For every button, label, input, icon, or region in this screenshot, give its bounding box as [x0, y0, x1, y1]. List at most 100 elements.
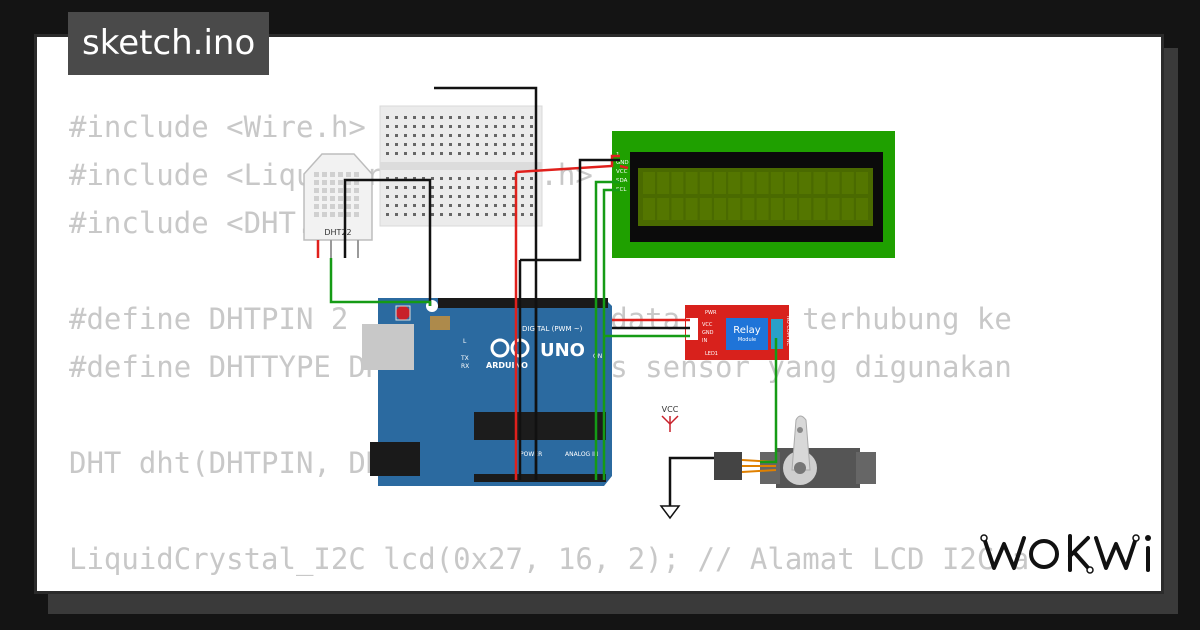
breadboard-hole	[476, 143, 479, 146]
breadboard-hole	[467, 143, 470, 146]
breadboard-hole	[422, 177, 425, 180]
breadboard-hole	[458, 134, 461, 137]
dht22-vent	[322, 180, 327, 185]
lcd-cell	[742, 172, 755, 194]
breadboard-hole	[386, 125, 389, 128]
on-label: ON	[593, 353, 602, 360]
breadboard-hole	[440, 116, 443, 119]
breadboard-hole	[485, 143, 488, 146]
breadboard-hole	[512, 177, 515, 180]
dht22-vent	[330, 212, 335, 217]
dht22-vent	[338, 172, 343, 177]
breadboard-hole	[386, 195, 389, 198]
breadboard[interactable]	[379, 105, 543, 227]
breadboard-hole	[530, 186, 533, 189]
breadboard-hole	[512, 213, 515, 216]
lcd-cell	[699, 172, 712, 194]
dht22-vent	[322, 188, 327, 193]
lcd-character-cells	[643, 172, 868, 220]
breadboard-hole	[521, 213, 524, 216]
arduino-uno[interactable]: DIGITAL (PWM ~) UNO ARDUINO TX RX ON L P…	[362, 298, 612, 486]
breadboard-hole	[422, 186, 425, 189]
breadboard-hole	[458, 152, 461, 155]
breadboard-hole	[458, 213, 461, 216]
breadboard-hole	[485, 204, 488, 207]
breadboard-hole	[413, 186, 416, 189]
breadboard-hole	[467, 204, 470, 207]
ground-symbol	[659, 505, 681, 520]
breadboard-hole	[485, 177, 488, 180]
breadboard-hole	[503, 195, 506, 198]
breadboard-hole	[512, 204, 515, 207]
dht22-sensor[interactable]: DHT22	[303, 153, 373, 258]
atmega-chip	[474, 412, 606, 440]
breadboard-hole	[485, 116, 488, 119]
lcd-cell	[657, 172, 670, 194]
breadboard-hole	[395, 134, 398, 137]
breadboard-hole	[476, 195, 479, 198]
dht22-vent	[338, 196, 343, 201]
breadboard-hole	[494, 152, 497, 155]
breadboard-hole	[476, 213, 479, 216]
relay-pin-gnd: GND	[702, 330, 714, 336]
breadboard-hole	[503, 213, 506, 216]
dht22-vent	[322, 196, 327, 201]
breadboard-hole	[449, 116, 452, 119]
lcd-display[interactable]: 1 GND VCC SDA SCL	[612, 131, 895, 258]
breadboard-hole	[440, 152, 443, 155]
dht22-vent	[314, 212, 319, 217]
breadboard-hole	[422, 134, 425, 137]
breadboard-hole	[458, 116, 461, 119]
breadboard-hole	[503, 186, 506, 189]
breadboard-hole	[521, 177, 524, 180]
breadboard-hole	[476, 134, 479, 137]
breadboard-hole	[530, 143, 533, 146]
breadboard-hole	[494, 204, 497, 207]
breadboard-hole	[404, 213, 407, 216]
breadboard-hole	[458, 204, 461, 207]
breadboard-hole	[494, 186, 497, 189]
lcd-pin-sda: SDA	[616, 178, 628, 184]
power-label: POWER	[520, 451, 542, 458]
servo-motor[interactable]	[714, 415, 876, 488]
breadboard-hole	[512, 116, 515, 119]
file-title[interactable]: sketch.ino	[68, 12, 270, 75]
breadboard-hole	[431, 143, 434, 146]
dht22-vent	[354, 204, 359, 209]
reset-button	[396, 306, 410, 320]
lcd-cell	[827, 198, 840, 220]
breadboard-hole	[503, 143, 506, 146]
breadboard-hole	[458, 186, 461, 189]
breadboard-hole	[431, 195, 434, 198]
breadboard-hole	[512, 186, 515, 189]
breadboard-hole	[512, 134, 515, 137]
breadboard-hole	[521, 134, 524, 137]
breadboard-hole	[458, 195, 461, 198]
breadboard-hole	[449, 143, 452, 146]
breadboard-hole	[467, 177, 470, 180]
breadboard-hole	[476, 186, 479, 189]
breadboard-hole	[413, 213, 416, 216]
breadboard-hole	[449, 152, 452, 155]
code-line: #include <Wire.h>	[69, 110, 366, 144]
breadboard-hole	[395, 143, 398, 146]
lcd-cell	[785, 172, 797, 194]
breadboard-hole	[503, 204, 506, 207]
breadboard-hole	[467, 116, 470, 119]
dht22-vent	[338, 212, 343, 217]
breadboard-hole	[413, 134, 416, 137]
dht22-vent	[346, 212, 351, 217]
breadboard-hole	[503, 152, 506, 155]
lcd-cell	[685, 198, 698, 220]
lcd-cell	[756, 198, 769, 220]
lcd-cell	[728, 198, 741, 220]
breadboard-hole	[494, 116, 497, 119]
breadboard-hole	[404, 204, 407, 207]
breadboard-hole	[485, 195, 488, 198]
relay-module[interactable]: Relay Module VCC GND IN PWR LED1 NO COM …	[685, 305, 791, 360]
breadboard-hole	[494, 125, 497, 128]
relay-led: LED1	[705, 351, 718, 357]
breadboard-hole	[512, 152, 515, 155]
lcd-cell	[813, 172, 826, 194]
dht22-vent	[314, 204, 319, 209]
